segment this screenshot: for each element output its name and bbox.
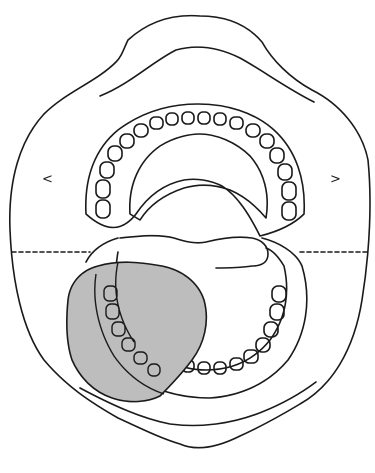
upper-arch-outer	[86, 104, 304, 236]
left-side-mark: <	[42, 173, 53, 186]
shaded-lesion-region	[67, 262, 207, 401]
upper-teeth	[96, 112, 296, 220]
right-side-mark: >	[330, 173, 341, 186]
oral-opening-upper	[130, 134, 267, 220]
upper-lip-line	[100, 47, 314, 102]
